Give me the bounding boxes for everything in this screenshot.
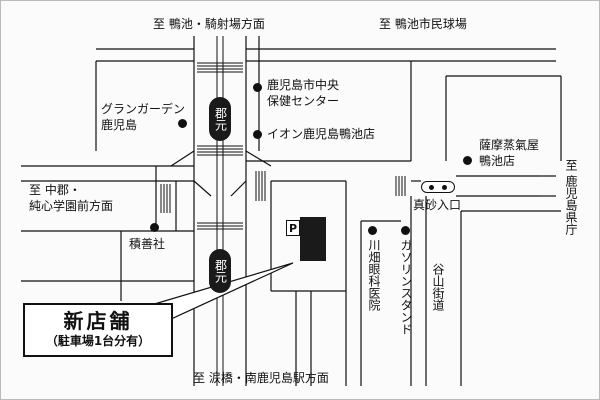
- landmark-health-center: 鹿児島市中央 保健センター: [267, 78, 340, 108]
- new-store-title: 新店舗: [63, 309, 133, 333]
- station-korimoto-south: 郡元: [209, 249, 231, 293]
- new-store-callout: 新店舗 （駐車場1台分有）: [23, 303, 173, 357]
- sekizensha-marker-icon: [150, 223, 159, 232]
- health-center-marker-icon: [253, 83, 262, 92]
- landmark-manago-iriguchi: 真砂入口: [413, 198, 462, 212]
- direction-east: 至 鹿児島県庁: [564, 159, 578, 235]
- landmark-kawabata-clinic: 川畑眼科医院: [367, 239, 381, 311]
- parking-icon: P: [286, 220, 300, 236]
- landmark-grand-garden: グランガーデン 鹿児島: [101, 102, 186, 132]
- landmark-gas-station: ガソリンスタンド: [399, 239, 413, 335]
- direction-south: 至 涙橋・南鹿児島駅方面: [193, 371, 329, 385]
- new-store-parking-note: （駐車場1台分有）: [45, 334, 151, 348]
- station-korimoto-north: 郡元: [209, 97, 231, 141]
- grand-garden-marker-icon: [178, 119, 187, 128]
- bus-stop-icon: [421, 181, 455, 193]
- landmark-satsuma-jokiya: 薩摩蒸氣屋 鴨池店: [479, 138, 540, 168]
- direction-north-east: 至 鴨池市民球場: [379, 17, 467, 31]
- direction-west: 至 中郡・ 純心学園前方面: [29, 183, 114, 213]
- clinic-marker-icon: [368, 226, 377, 235]
- satsuma-marker-icon: [463, 156, 472, 165]
- landmark-sekizensha: 積善社: [129, 237, 166, 251]
- road-taniyama-kaido: 谷山街道: [431, 263, 445, 311]
- direction-north-west: 至 鴨池・騎射場方面: [153, 17, 265, 31]
- aeon-marker-icon: [253, 130, 262, 139]
- landmark-aeon: イオン鹿児島鴨池店: [267, 127, 376, 141]
- new-store-building: [300, 217, 326, 261]
- gas-station-marker-icon: [401, 226, 410, 235]
